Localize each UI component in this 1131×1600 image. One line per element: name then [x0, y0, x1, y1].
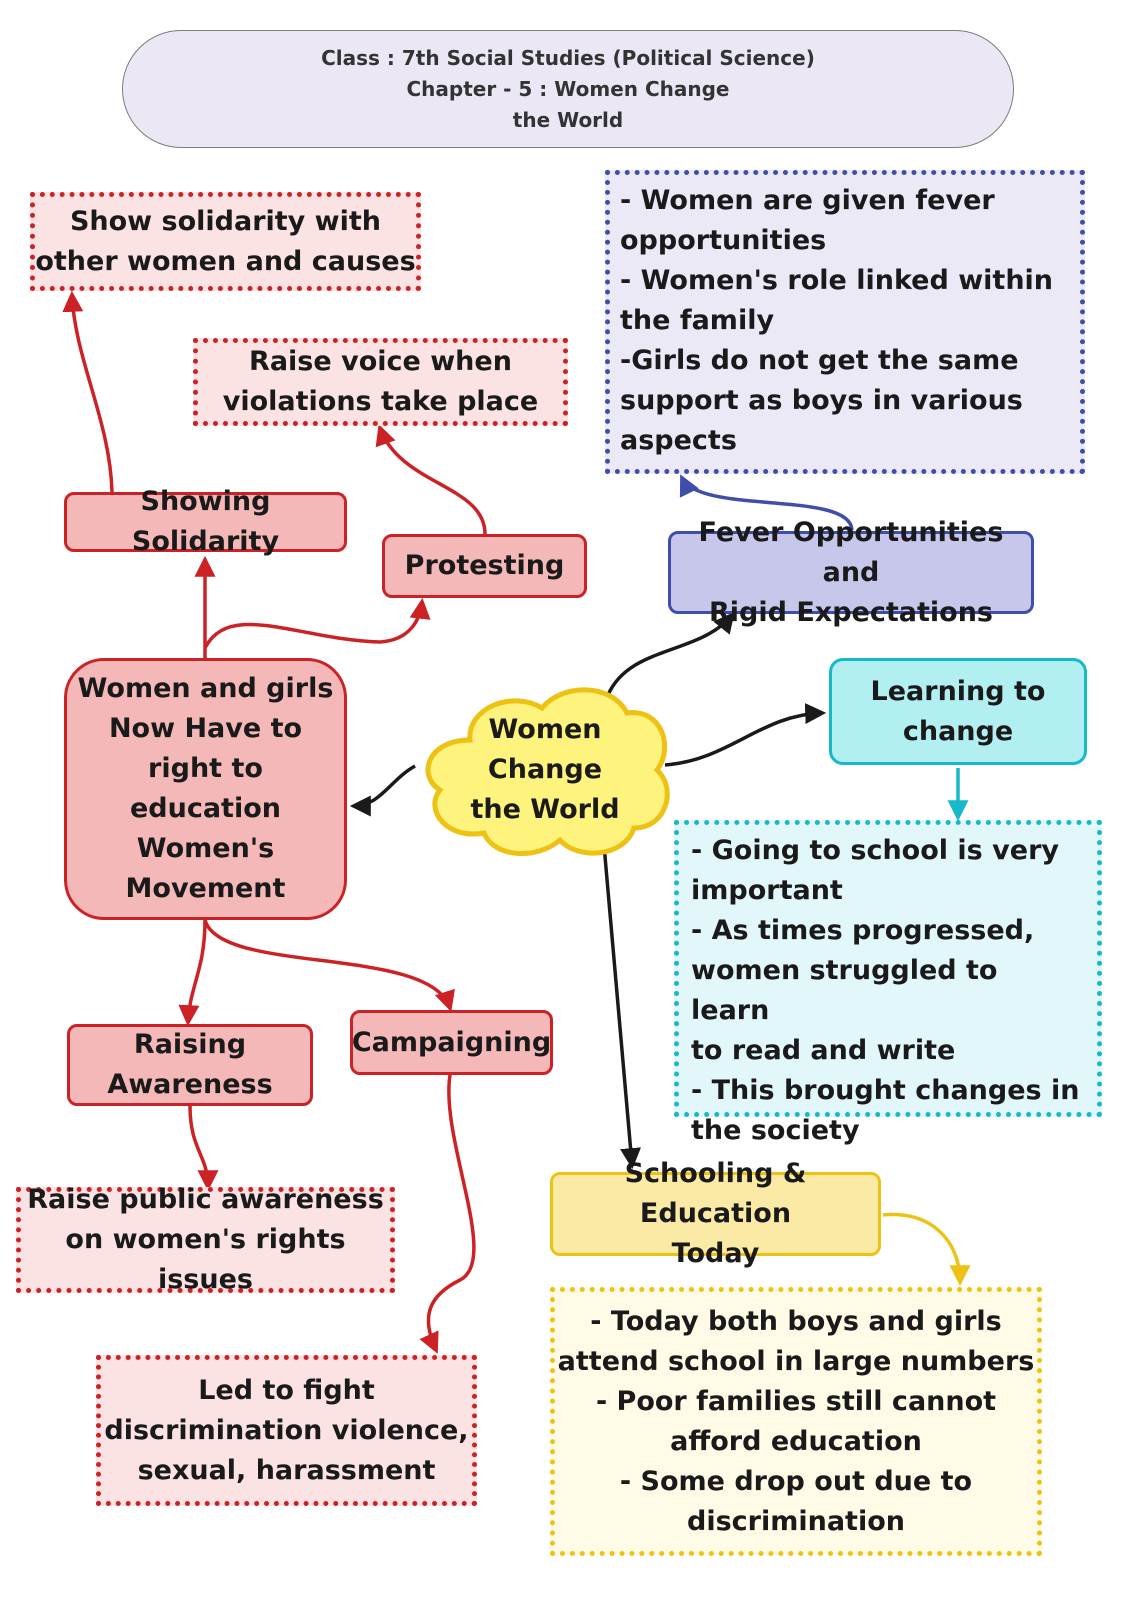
schooling-education-node: Schooling & Education Today [550, 1158, 881, 1269]
raising-awareness-node: Raising Awareness [67, 1024, 313, 1106]
link-fever-to-box [679, 474, 854, 531]
link-raising-to-box [188, 1105, 219, 1192]
header-pill: Class : 7th Social Studies (Political Sc… [122, 30, 1014, 148]
link-center-to-schooling [602, 844, 642, 1170]
fever-opportunities-node: Fever Opportunities and Rigid Expectatio… [668, 517, 1034, 628]
link-campaigning-to-box [419, 1074, 476, 1354]
fight-discrimination-box: Led to fight discrimination violence, se… [96, 1355, 477, 1506]
raise-public-awareness-box: Raise public awareness on women's rights… [16, 1184, 395, 1295]
raise-voice-box: Raise voice when violations take place [193, 338, 568, 426]
link-schooling-to-box [882, 1212, 971, 1287]
link-center-to-main [349, 764, 416, 817]
header-chapter-line: Chapter - 5 : Women Change [406, 76, 730, 101]
protesting-node: Protesting [382, 534, 587, 598]
header-title-line: the World [512, 107, 624, 132]
link-showing-to-box [62, 290, 114, 493]
link-center-to-fever [606, 611, 735, 696]
link-center-to-learning [664, 703, 827, 767]
central-topic: Women Change the World [470, 714, 620, 825]
link-main-to-protesting [203, 597, 431, 649]
link-main-to-campaigning [203, 919, 455, 1012]
learning-to-change-node: Learning to change [829, 658, 1087, 765]
show-solidarity-box: Show solidarity with other women and cau… [30, 192, 421, 291]
link-main-to-raising [178, 919, 207, 1027]
schooling-education-box: - Today both boys and girls attend schoo… [550, 1287, 1042, 1556]
learning-to-change-box: - Going to school is very important - As… [674, 820, 1102, 1146]
header-class-line: Class : 7th Social Studies (Political Sc… [321, 45, 815, 70]
campaigning-node: Campaigning [350, 1010, 553, 1075]
fever-opportunities-box: - Women are given fever opportunities - … [605, 170, 1085, 474]
central-cloud [425, 687, 670, 857]
link-protesting-to-box [375, 424, 487, 535]
showing-solidarity-node: Showing Solidarity [64, 486, 347, 557]
womens-movement-node: Women and girls Now Have to right to edu… [64, 658, 347, 920]
